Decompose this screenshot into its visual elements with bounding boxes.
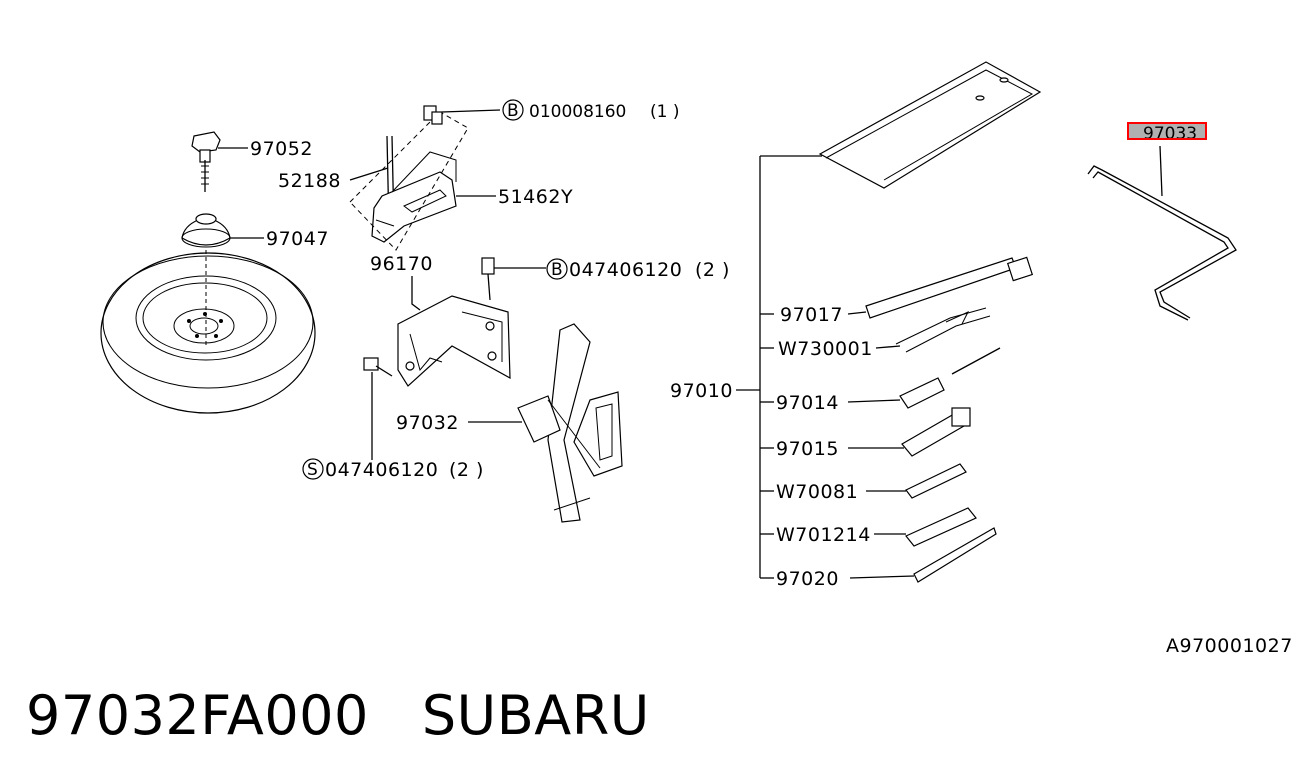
jack-drawing bbox=[517, 323, 623, 523]
part-label-W70081: W70081 bbox=[776, 481, 858, 503]
fastener-marker: S bbox=[307, 460, 318, 480]
fastener-callout-mid: B 047406120 (2 ) bbox=[546, 258, 730, 281]
part-label-97015: 97015 bbox=[776, 438, 839, 460]
tool-driver-97014 bbox=[899, 347, 1001, 409]
part-label-97020: 97020 bbox=[776, 568, 839, 590]
tool-rod-97017 bbox=[865, 256, 1034, 319]
part-label-96170: 96170 bbox=[370, 253, 433, 275]
part-label-97032: 97032 bbox=[396, 412, 459, 434]
tool-bag-drawing bbox=[818, 61, 1042, 189]
fastener-marker: B bbox=[551, 260, 563, 280]
fastener-qty: (1 ) bbox=[650, 102, 679, 122]
screw-low-drawing bbox=[363, 357, 393, 377]
fastener-number: 010008160 bbox=[529, 102, 626, 122]
spare-tire-drawing bbox=[100, 250, 316, 414]
fastener-callout-top: B 010008160 (1 ) bbox=[502, 99, 679, 122]
fastener-callout-low: S 047406120 (2 ) bbox=[302, 458, 484, 481]
cone-nut-drawing bbox=[181, 213, 231, 248]
fastener-number: 047406120 bbox=[569, 259, 682, 281]
tool-wrench-W701214 bbox=[905, 507, 977, 547]
part-label-97014: 97014 bbox=[776, 392, 839, 414]
footer-title: 97032FA000 SUBARU bbox=[26, 684, 650, 747]
tool-socket-97015 bbox=[901, 407, 971, 457]
part-label-97010: 97010 bbox=[670, 380, 733, 402]
part-label-W701214: W701214 bbox=[776, 524, 871, 546]
part-number: 97032FA000 bbox=[26, 684, 369, 747]
tool-lever-97020 bbox=[913, 527, 997, 583]
hold-down-bolt-drawing bbox=[191, 131, 221, 192]
diagram-id: A970001027 bbox=[1166, 635, 1293, 657]
fastener-marker: B bbox=[507, 101, 519, 121]
part-label-52188: 52188 bbox=[278, 170, 341, 192]
part-label-97047: 97047 bbox=[266, 228, 329, 250]
highlighted-part-97033[interactable]: 97033 bbox=[1127, 122, 1207, 144]
tool-wrench-W70081 bbox=[905, 463, 967, 499]
fastener-qty: (2 ) bbox=[695, 259, 730, 281]
bracket-96170-drawing bbox=[397, 295, 511, 387]
part-label-W730001: W730001 bbox=[778, 338, 873, 360]
highlight-box bbox=[1127, 122, 1207, 140]
bracket-51462Y-drawing bbox=[349, 111, 469, 251]
brand-name: SUBARU bbox=[421, 684, 650, 747]
bolt-top-drawing bbox=[423, 105, 443, 125]
bolt-mid-drawing bbox=[481, 257, 495, 301]
leader-lines bbox=[218, 109, 1163, 579]
tool-pliers-W730001 bbox=[895, 307, 991, 353]
part-label-97052: 97052 bbox=[250, 138, 313, 160]
part-label-97033: 97033 bbox=[1143, 124, 1197, 144]
fastener-qty: (2 ) bbox=[449, 459, 484, 481]
fastener-number: 047406120 bbox=[325, 459, 438, 481]
handle-97033-drawing bbox=[1087, 165, 1237, 321]
part-label-51462Y: 51462Y bbox=[498, 186, 573, 208]
part-label-97017: 97017 bbox=[780, 304, 843, 326]
